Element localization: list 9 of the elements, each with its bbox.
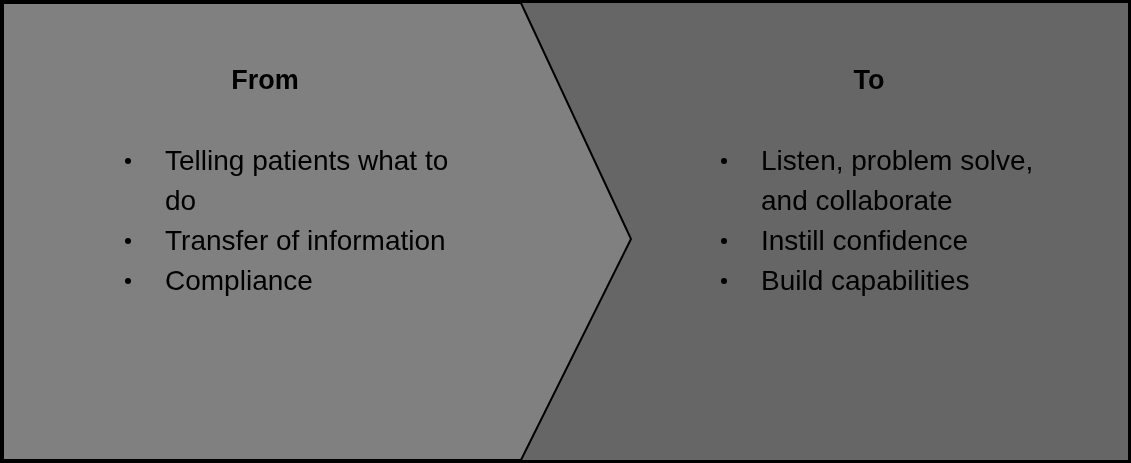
bullet-text: Listen, problem solve, and collaborate [761,144,1035,218]
heading: To [852,65,886,96]
bullet-text: Instill confidence [761,224,968,258]
heading: From [230,65,300,96]
bullet-text: Transfer of information [165,224,446,258]
chevron-panel [3,3,632,460]
bullet-text: Compliance [165,264,313,298]
bullet-text: Telling patients what to do [165,144,450,218]
bullet-text: Build capabilities [761,264,970,298]
